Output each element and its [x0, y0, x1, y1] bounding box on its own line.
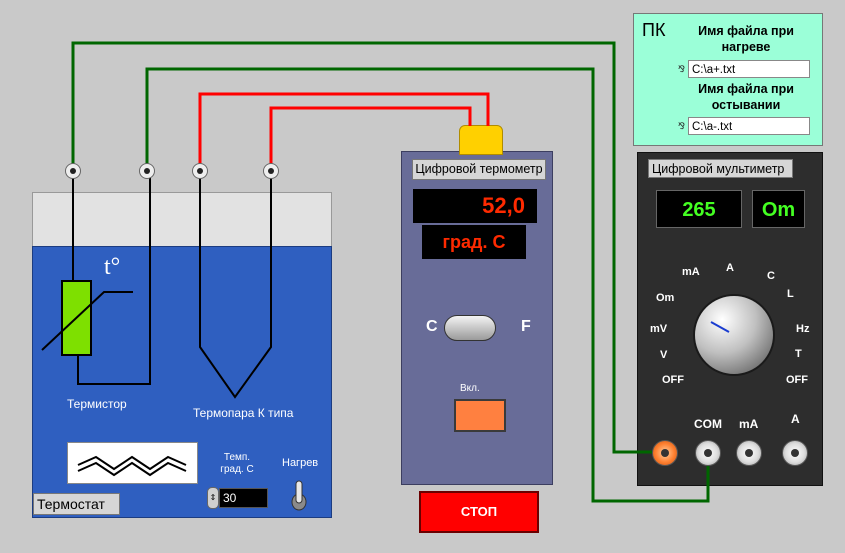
heating-file-input[interactable]: C:\a+.txt — [688, 60, 810, 78]
jack-com[interactable] — [695, 440, 721, 466]
scale-toggle-switch[interactable] — [444, 315, 496, 341]
mode-capacitance[interactable]: C — [767, 270, 775, 282]
multimeter-unit: Om — [752, 190, 805, 228]
thermistor-terminal-1[interactable] — [65, 163, 81, 179]
mode-selector-knob[interactable] — [693, 294, 775, 376]
jack-a-label: A — [791, 412, 800, 426]
thermometer-reading: 52,0 — [413, 189, 537, 223]
multimeter-reading: 265 — [656, 190, 742, 228]
temperature-setpoint-input[interactable]: 30 — [219, 488, 268, 508]
mode-inductance[interactable]: L — [787, 288, 794, 300]
thermostat-title: Термостат — [33, 493, 120, 515]
cooling-file-caption: Имя файла при остывании — [698, 82, 794, 112]
pc-label: ПК — [642, 20, 666, 40]
thermocouple-terminal-1[interactable] — [192, 163, 208, 179]
mode-ohm[interactable]: Om — [656, 292, 675, 304]
jack-ma-label: mA — [739, 417, 759, 431]
jack-com-label: COM — [694, 417, 722, 431]
thermometer-probe-connector — [459, 125, 503, 155]
mode-milliamp[interactable]: mA — [682, 266, 700, 278]
multimeter-title: Цифровой мультиметр — [648, 159, 793, 178]
path-browse-icon[interactable]: ⅋ — [678, 121, 686, 131]
jack-milliamp[interactable] — [736, 440, 762, 466]
thermocouple-label: Термопара К типа — [193, 406, 294, 420]
mode-amp[interactable]: A — [726, 262, 734, 274]
stirrer-zigzag-icon — [67, 442, 198, 484]
mode-volt[interactable]: V — [660, 349, 668, 361]
heater-label: Нагрев — [282, 457, 319, 469]
thermometer-title: Цифровой термометр — [412, 159, 546, 180]
thermometer-unit: град. С — [422, 225, 526, 259]
path-browse-icon[interactable]: ⅋ — [678, 64, 686, 74]
thermometer-power-button[interactable] — [454, 399, 506, 432]
mode-millivolt[interactable]: mV — [650, 323, 668, 335]
thermistor-terminal-2[interactable] — [139, 163, 155, 179]
jack-ohm-input[interactable] — [652, 440, 678, 466]
jack-amp[interactable] — [782, 440, 808, 466]
thermistor-label: Термистор — [67, 397, 127, 411]
stop-button[interactable]: СТОП — [419, 491, 539, 533]
temperature-symbol: t° — [104, 254, 121, 280]
heater-toggle-switch[interactable] — [291, 478, 307, 512]
thermocouple-terminal-2[interactable] — [263, 163, 279, 179]
cooling-file-input[interactable]: C:\a-.txt — [688, 117, 810, 135]
heating-file-caption: Имя файла при нагреве — [698, 24, 794, 54]
scale-fahrenheit-label: F — [521, 318, 531, 335]
thermistor-sensor — [61, 280, 92, 356]
mode-off-right[interactable]: OFF — [786, 374, 808, 386]
mode-frequency[interactable]: Hz — [796, 323, 810, 335]
scale-celsius-label: C — [426, 318, 438, 335]
thermostat-lid — [32, 192, 332, 248]
power-button-label: Вкл. — [460, 383, 480, 394]
temperature-stepper[interactable]: ⇕ — [207, 487, 219, 509]
mode-off-left[interactable]: OFF — [662, 374, 684, 386]
mode-temperature[interactable]: T — [795, 348, 802, 360]
temperature-setpoint-caption: Темп. град. С — [220, 452, 254, 475]
